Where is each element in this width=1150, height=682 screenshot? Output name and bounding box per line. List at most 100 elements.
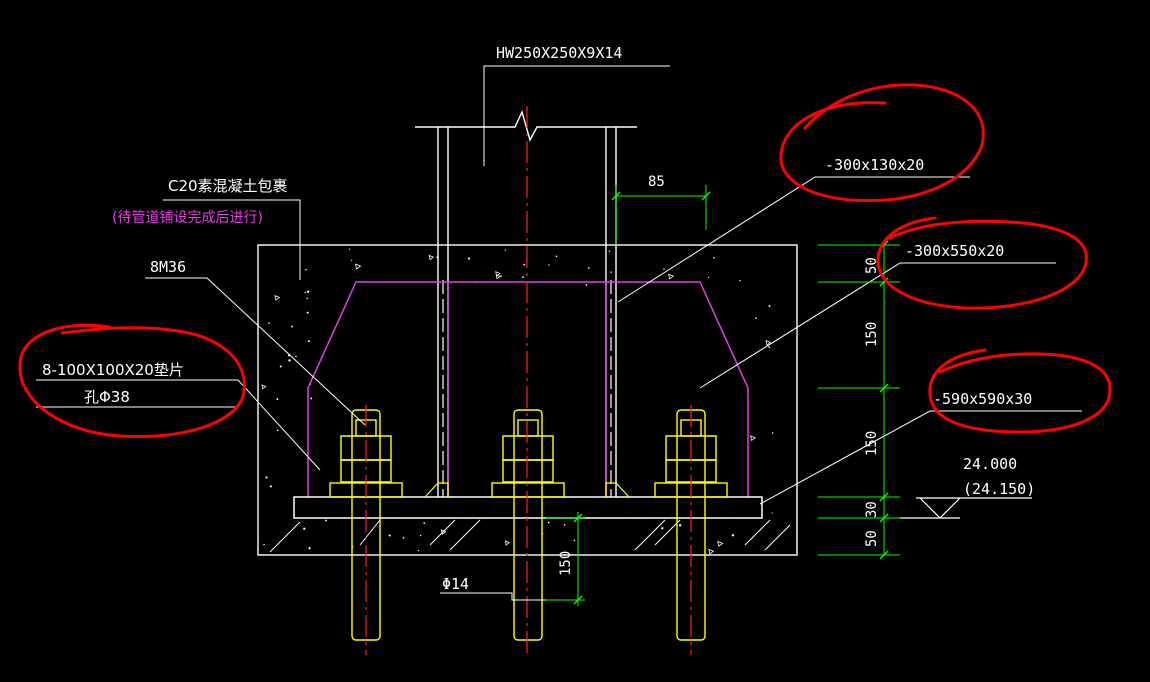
speckle-dot xyxy=(419,534,422,537)
speckle-dot xyxy=(268,322,270,324)
speckle-dot xyxy=(608,250,611,253)
speckle-dot xyxy=(417,549,420,552)
column-label: HW250X250X9X14 xyxy=(496,44,622,62)
speckle-dot xyxy=(547,521,550,524)
speckle-dot xyxy=(269,485,272,488)
elevation-value: 24.000 xyxy=(963,455,1017,473)
speckle-triangle xyxy=(274,294,281,301)
speckle-dot xyxy=(500,275,502,278)
speckle-dot xyxy=(402,536,405,539)
dim-85: 85 xyxy=(648,174,665,190)
speckle-dot xyxy=(348,248,351,250)
speckle-triangle xyxy=(428,254,435,261)
speckle-dot xyxy=(755,317,757,319)
speckle-dot xyxy=(504,249,507,251)
speckle-dot xyxy=(587,267,590,269)
anchor-label: 8M36 xyxy=(150,258,186,276)
speckle-dot xyxy=(573,539,576,542)
speckle-triangle xyxy=(504,540,511,546)
speckle-dot xyxy=(436,256,439,259)
speckle-dot xyxy=(304,291,307,294)
base-plate-label: -590x590x30 xyxy=(933,390,1032,408)
markup-circle-stiffener xyxy=(779,83,985,203)
speckle-dot xyxy=(276,398,279,401)
speckle-dot xyxy=(523,263,526,266)
speckle-dot xyxy=(279,365,282,368)
speckle-dot xyxy=(265,476,268,479)
speckle-triangle xyxy=(495,274,501,280)
dim-right-30: 30 xyxy=(864,501,880,518)
encasement-note: (待管道铺设完成后进行) xyxy=(112,210,263,226)
speckle-dot xyxy=(305,268,307,271)
speckle-dot xyxy=(585,284,588,286)
rib-label: -300x550x20 xyxy=(905,242,1004,260)
dimension-lines xyxy=(546,185,900,606)
speckle-dot xyxy=(388,534,391,537)
base-plate xyxy=(293,496,763,519)
speckle-triangle xyxy=(495,271,501,277)
speckle-dot xyxy=(303,527,306,530)
dim-right-50-top: 50 xyxy=(864,257,880,274)
speckle-triangle xyxy=(765,340,772,346)
red-markup xyxy=(18,83,1112,439)
markup-circle-rib xyxy=(876,216,1088,310)
speckle-dot xyxy=(468,257,471,260)
speckle-triangle xyxy=(750,435,756,442)
speckle-dot xyxy=(548,264,550,266)
speckle-dot xyxy=(350,259,353,261)
speckle-dot xyxy=(288,359,291,362)
speckle-dot xyxy=(306,311,309,314)
speckle-dot xyxy=(661,527,664,530)
speckle-dot xyxy=(555,255,558,258)
speckle-dot xyxy=(713,256,715,259)
weld-bevels xyxy=(424,482,630,498)
speckle-triangle xyxy=(717,540,724,547)
elevation-paren: (24.150) xyxy=(963,480,1035,498)
speckle-dot xyxy=(610,271,612,273)
speckle-dot xyxy=(423,522,426,524)
speckle-dot xyxy=(678,524,682,527)
speckle-dot xyxy=(707,276,710,279)
stiffener-label: -300x130x20 xyxy=(825,156,924,174)
speckle-triangle xyxy=(261,384,267,390)
washer-hole-label: 孔Φ38 xyxy=(84,388,130,406)
speckle-dot xyxy=(771,512,773,514)
speckle-dot xyxy=(325,519,327,522)
concrete-speckle xyxy=(261,248,774,555)
washer-label: 8-100X100X20垫片 xyxy=(42,361,184,379)
speckle-dot xyxy=(310,397,313,400)
speckle-dot xyxy=(307,340,310,343)
speckle-triangle xyxy=(708,548,715,555)
grout-hatch xyxy=(269,519,791,553)
elevation-mark xyxy=(900,497,1032,519)
dimension-ticks xyxy=(573,191,889,605)
markup-circle-baseplate xyxy=(928,348,1112,434)
dim-right-150-lower: 150 xyxy=(864,431,880,456)
leader-lines xyxy=(36,65,1082,601)
speckle-dot xyxy=(739,279,741,282)
dim-right-150-upper: 150 xyxy=(864,322,880,347)
speckle-dot xyxy=(307,290,310,293)
speckle-dot xyxy=(731,534,735,537)
markup-circle-washer xyxy=(18,323,246,439)
dia-14-label: Φ14 xyxy=(442,575,469,593)
speckle-triangle xyxy=(355,263,362,270)
speckle-dot xyxy=(663,268,665,270)
speckle-dot xyxy=(263,543,265,546)
encasement-label: C20素混凝土包裹 xyxy=(168,177,288,195)
centerlines xyxy=(365,106,692,655)
stiffener-envelope xyxy=(307,281,749,497)
speckle-dot xyxy=(295,355,297,358)
speckle-dot xyxy=(291,325,294,328)
speckle-dot xyxy=(771,432,774,434)
speckle-dot xyxy=(563,524,566,526)
dim-right-50-bottom: 50 xyxy=(864,530,880,547)
speckle-dot xyxy=(768,346,771,348)
speckle-dot xyxy=(276,429,279,432)
speckle-dot xyxy=(522,276,524,278)
dim-150-anchor: 150 xyxy=(558,551,574,576)
speckle-dot xyxy=(306,297,308,300)
column-hidden-web xyxy=(442,280,612,497)
anchor-bolt-center xyxy=(491,409,565,641)
